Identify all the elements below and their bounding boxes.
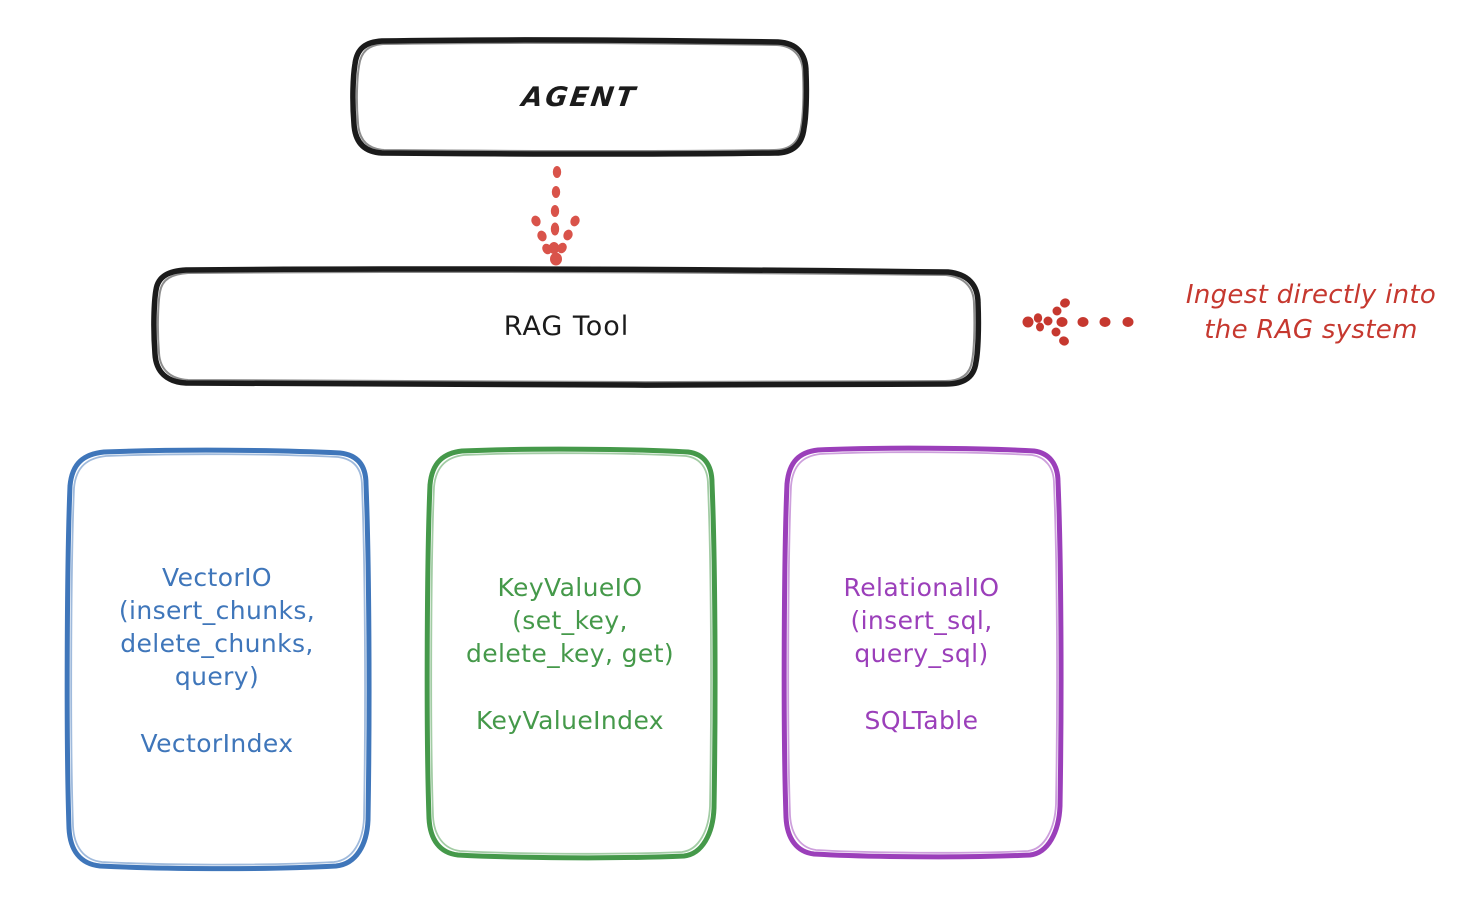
sql-table-label: SQLTable <box>864 705 979 735</box>
dotted-arrow-down-icon <box>531 166 580 266</box>
key-value-io-box-outline <box>424 446 718 861</box>
node-rag-tool[interactable]: RAG Tool <box>153 268 980 384</box>
vector-index-label: VectorIndex <box>140 728 294 758</box>
ingest-annotation-text: Ingest directly into the RAG system <box>1185 280 1437 346</box>
relational-io-box-outline <box>781 445 1064 860</box>
rag-tool-label: RAG Tool <box>503 310 630 342</box>
node-agent[interactable]: AGENT <box>353 39 807 155</box>
dotted-arrow-left-icon <box>1022 298 1134 346</box>
vector-io-label: VectorIO (insert_chunks, delete_chunks, … <box>118 562 316 691</box>
vector-io-box-outline <box>64 447 372 872</box>
node-key-value-io[interactable]: KeyValueIO (set_key, delete_key, get) Ke… <box>426 448 714 858</box>
relational-io-label: RelationalIO (insert_sql, query_sql) <box>843 572 1000 668</box>
node-relational-io[interactable]: RelationalIO (insert_sql, query_sql) SQL… <box>783 448 1060 857</box>
key-value-io-label: KeyValueIO (set_key, delete_key, get) <box>465 573 675 668</box>
agent-label: AGENT <box>520 81 640 113</box>
agent-box-outline <box>350 37 810 157</box>
rag-tool-box-outline <box>151 266 982 388</box>
key-value-index-label: KeyValueIndex <box>475 706 664 735</box>
node-vector-io[interactable]: VectorIO (insert_chunks, delete_chunks, … <box>66 448 368 870</box>
